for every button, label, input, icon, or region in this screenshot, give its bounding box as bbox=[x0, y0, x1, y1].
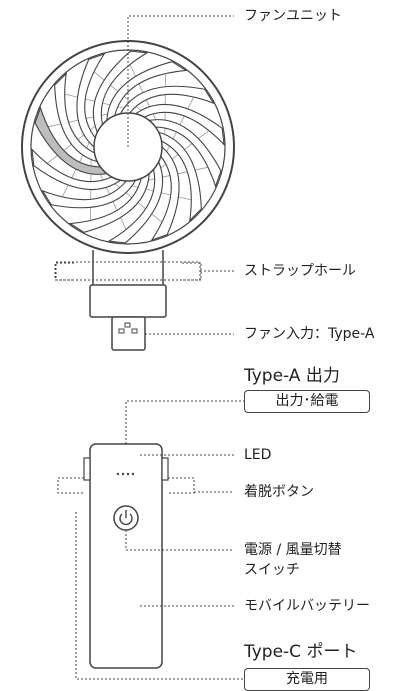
fan-blade bbox=[107, 160, 164, 244]
fan-blade bbox=[54, 72, 99, 163]
fan-blade bbox=[150, 145, 180, 242]
power-switch-label-line1: 電源 / 風量切替 bbox=[244, 542, 342, 558]
power-icon bbox=[113, 505, 139, 531]
battery-label: モバイルバッテリー bbox=[244, 598, 370, 614]
fan-blade bbox=[157, 131, 202, 222]
fan-blade bbox=[148, 119, 222, 189]
fan-blade bbox=[76, 52, 106, 149]
detach-button-outline bbox=[57, 477, 195, 494]
usb-a-icon bbox=[111, 316, 146, 351]
fan-blade bbox=[92, 50, 149, 134]
fan-input-label: ファン入力：Type-A bbox=[244, 326, 375, 342]
fan-blade bbox=[68, 172, 150, 233]
strap-hole bbox=[55, 261, 201, 281]
fan-blade bbox=[41, 179, 137, 209]
battery-body bbox=[83, 443, 169, 669]
fan-blade bbox=[31, 147, 122, 191]
power-switch-label-line2: スイッチ bbox=[244, 562, 300, 578]
typea-output-title: Type-A 出力 bbox=[244, 366, 340, 386]
typea-output-badge: 出力･給電 bbox=[244, 390, 370, 413]
typec-port-badge: 充電用 bbox=[244, 668, 370, 691]
detach-button-label: 着脱ボタン bbox=[244, 484, 314, 500]
leader-lines bbox=[75, 15, 244, 680]
fan-blade bbox=[119, 85, 215, 115]
strap-hole-label: ストラップホール bbox=[244, 263, 356, 279]
fan-blades bbox=[31, 50, 225, 244]
led-label: LED bbox=[244, 447, 272, 463]
fan-blade bbox=[134, 103, 225, 147]
typec-port-title: Type-C ポート bbox=[244, 642, 358, 662]
fan-blade bbox=[34, 105, 108, 175]
connector-body bbox=[89, 284, 167, 318]
fan-blade bbox=[106, 61, 188, 122]
fan-unit-label: ファンユニット bbox=[244, 8, 342, 24]
